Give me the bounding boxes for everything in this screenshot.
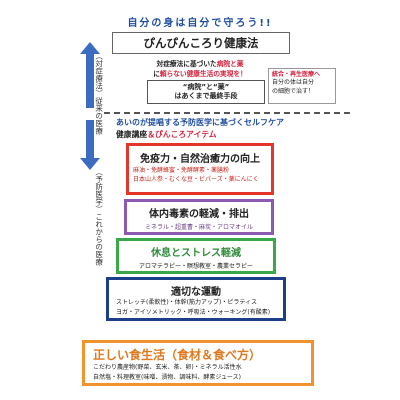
- diagram-title: ぴんぴんころり健康法: [143, 36, 259, 50]
- tier-immunity: 免疫力・自然治癒力の向上 麻油・免酵蜂蜜・免酵酵素・薬膳粉 日本山人参・むくな豆…: [126, 143, 274, 195]
- tier-heading: 休息とストレス軽減: [151, 248, 241, 259]
- preventive-subtitle: 健康講座＆ぴんころアイテム: [116, 129, 376, 140]
- arrow-down-icon: [80, 120, 100, 170]
- conv-line1-prefix: 対症療法に基づいた: [156, 60, 217, 68]
- integrative-medicine-box: 統合・再生医療へ 自分の体は自分 の細胞で治す！: [268, 68, 336, 104]
- preventive-intro: あいのが提唱する予防医学に基づくセルフケア: [116, 118, 284, 127]
- conv-line1-red: 病院と薬: [216, 60, 244, 68]
- combo-line1: 統合・再生医療へ: [272, 71, 321, 78]
- tier-items: ストレッチ(柔軟性)・体幹(筋力アップ)・ピラティス: [116, 299, 258, 306]
- title-box: ぴんぴんころり健康法: [112, 32, 290, 54]
- tier-items: ミネラル・超重曹・麻炭・アロマオイル: [144, 224, 253, 231]
- tier-items: ヨガ・アイソメトリック・呼吸法・ウォーキング(有酸素): [116, 308, 271, 316]
- conventional-statement: 対症療法に基づいた病院と薬 に頼らない健康生活の実現を！: [135, 60, 265, 106]
- tier-items: こだわり農産物(野菜、玄米、茶、卵)・ミネラル活性水: [93, 364, 242, 371]
- arrow-up-icon: [80, 42, 100, 108]
- tier-items: 麻油・免酵蜂蜜・免酵酵素・薬膳粉: [133, 167, 230, 174]
- motto-text: 自分の身は自分で守ろう!!: [127, 18, 273, 29]
- tier-heading: 正しい食生活（食材＆食べ方）: [93, 348, 262, 362]
- divider-line: [104, 112, 350, 114]
- side-label-conventional: （対症療法）従来の医療: [94, 52, 104, 135]
- conv-line2-prefix: に: [153, 69, 160, 78]
- last-resort-line2: はあくまで最終手段: [174, 92, 238, 101]
- tier-heading: 免疫力・自然治癒力の向上: [140, 154, 260, 165]
- tier-items: 日本山人参・むくな豆・ビパーズ・薬にんにく: [133, 175, 259, 183]
- sub-accent: ＆ぴんころアイテム: [147, 130, 217, 139]
- combo-line3: の細胞で治す！: [272, 87, 315, 95]
- sub-prefix: 健康講座: [116, 130, 148, 139]
- last-resort-line1: “病院”と“薬”: [182, 83, 230, 91]
- tier-rest: 休息とストレス軽減 アロマテラピー・瞑想教室・農業セラピー: [116, 238, 276, 274]
- tier-diet: 正しい食生活（食材＆食べ方） こだわり農産物(野菜、玄米、茶、卵)・ミネラル活性…: [82, 340, 314, 386]
- tier-detox: 体内毒素の軽減・排出 ミネラル・超重曹・麻炭・アロマオイル: [124, 199, 274, 235]
- tier-items: 自然塩・料理教室(味噌、漬物、調味料、酵素ジュース): [93, 373, 241, 381]
- tier-heading: 適切な運動: [171, 287, 221, 298]
- conv-line2-red: 頼らない健康生活の実現を！: [159, 69, 247, 78]
- tier-items: アロマテラピー・瞑想教室・農業セラピー: [138, 263, 253, 270]
- tier-exercise: 適切な運動 ストレッチ(柔軟性)・体幹(筋力アップ)・ピラティス ヨガ・アイソメ…: [106, 277, 286, 321]
- side-label-future: （予防医学）これからの医療: [94, 168, 104, 266]
- tier-heading: 体内毒素の軽減・排出: [149, 209, 249, 220]
- combo-line2: 自分の体は自分: [272, 79, 315, 87]
- last-resort-box: “病院”と“薬” はあくまで最終手段: [147, 80, 265, 104]
